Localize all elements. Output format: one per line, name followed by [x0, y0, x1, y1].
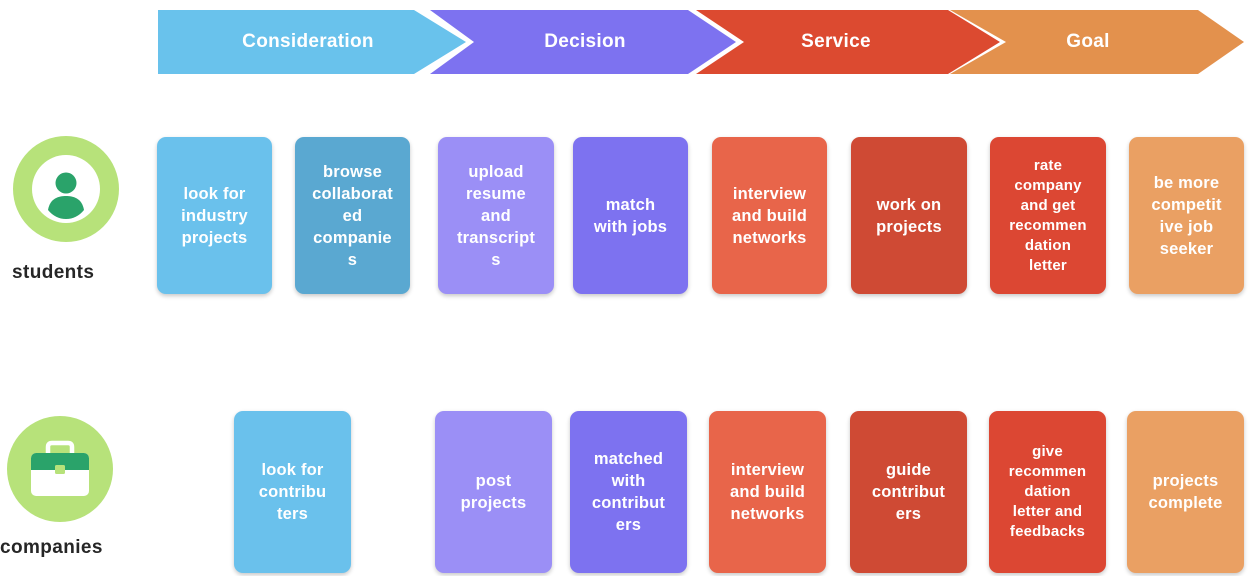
- student-card-2: browse collaborat ed companie s: [295, 137, 410, 294]
- student-card-4: match with jobs: [573, 137, 688, 294]
- student-card-1: look for industry projects: [157, 137, 272, 294]
- row-label-companies: companies: [0, 537, 103, 558]
- stage-arrow-consideration: [158, 10, 466, 74]
- stage-arrow-goal: [950, 10, 1244, 74]
- row-label-students: students: [12, 262, 95, 283]
- stage-label-consideration: Consideration: [242, 31, 374, 52]
- briefcase-icon: [7, 416, 113, 522]
- student-card-3: upload resume and transcript s: [438, 137, 554, 294]
- company-card-4: interview and build networks: [709, 411, 826, 573]
- student-avatar-icon: [13, 136, 119, 242]
- student-card-5: interview and build networks: [712, 137, 827, 294]
- company-card-7: projects complete: [1127, 411, 1244, 573]
- company-card-3: matched with contribut ers: [570, 411, 687, 573]
- company-card-6: give recommen dation letter and feedback…: [989, 411, 1106, 573]
- student-card-7: rate company and get recommen dation let…: [990, 137, 1106, 294]
- stage-label-service: Service: [801, 31, 871, 52]
- stage-label-decision: Decision: [544, 31, 626, 52]
- student-card-8: be more competit ive job seeker: [1129, 137, 1244, 294]
- company-card-2: post projects: [435, 411, 552, 573]
- company-card-1: look for contribu ters: [234, 411, 351, 573]
- stage-arrow-decision: [430, 10, 736, 74]
- student-card-6: work on projects: [851, 137, 967, 294]
- company-card-5: guide contribut ers: [850, 411, 967, 573]
- stage-arrows: [158, 10, 1244, 74]
- stage-label-goal: Goal: [1066, 31, 1110, 52]
- stage-arrow-service: [696, 10, 1000, 74]
